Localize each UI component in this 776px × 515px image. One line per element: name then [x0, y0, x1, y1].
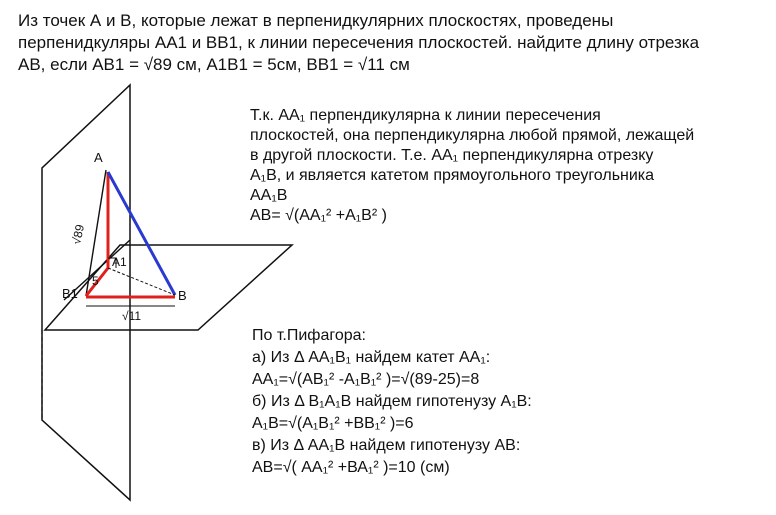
right-angle-mark	[108, 257, 117, 268]
solution-line-3: АА₁=√(АВ₁² -А₁В₁² )=√(89-25)=8	[252, 371, 480, 388]
solution-block: По т.Пифагора: а) Из Δ АА₁В₁ найдем кате…	[252, 325, 752, 479]
solution-line-6: в) Из Δ АА₁В найдем гипотенузу АВ:	[252, 437, 521, 454]
problem-line-1: Из точек А и В, которые лежат в перпенид…	[18, 11, 614, 30]
explanation-line-1: Т.к. АА₁ перпендикулярна к линии пересеч…	[250, 107, 601, 124]
problem-line-3: АВ, если АВ1 = √89 см, А1В1 = 5см, ВВ1 =…	[18, 55, 410, 74]
label-sqrt89: √89	[69, 223, 87, 246]
explanation-formula: АВ= √(АА₁² +А₁В² )	[250, 207, 387, 224]
segment-B1A1	[84, 267, 110, 297]
solution-line-7: АВ=√( АА₁² +ВА₁² )=10 (см)	[252, 459, 450, 476]
problem-statement: Из точек А и В, которые лежат в перпенид…	[18, 10, 768, 76]
solution-line-1: По т.Пифагора:	[252, 327, 366, 344]
label-B: B	[178, 288, 187, 303]
explanation-line-4: А₁В, и является катетом прямоугольного т…	[250, 167, 655, 184]
segment-AB1	[85, 169, 107, 297]
solution-line-5: А₁В=√(А₁В₁² +ВВ₁² )=6	[252, 415, 414, 432]
label-5: 5	[92, 274, 99, 288]
explanation-line-2: плоскостей, она перпендикулярна любой пр…	[250, 127, 695, 144]
label-A1: A1	[112, 255, 127, 269]
label-sqrt11: √11	[122, 309, 141, 323]
solution-line-2: а) Из Δ АА₁В₁ найдем катет АА₁:	[252, 349, 491, 366]
explanation-line-5: АА₁В	[250, 187, 288, 204]
segment-AB	[106, 171, 177, 296]
label-B1: B1	[62, 286, 78, 301]
horizontal-plane	[43, 244, 294, 331]
explanation-line-3: в другой плоскости. Т.е. АА₁ перпендикул…	[250, 147, 654, 164]
problem-line-2: перпенидкуляры АА1 и ВВ1, к линии пересе…	[18, 33, 700, 52]
vertical-plane	[41, 83, 131, 502]
label-A: A	[94, 150, 103, 165]
solution-line-4: б) Из Δ В₁А₁В найдем гипотенузу А₁В:	[252, 393, 532, 410]
segment-A1B	[107, 267, 176, 296]
intersection-line	[63, 239, 131, 301]
explanation-block: Т.к. АА₁ перпендикулярна к линии пересеч…	[250, 106, 750, 226]
